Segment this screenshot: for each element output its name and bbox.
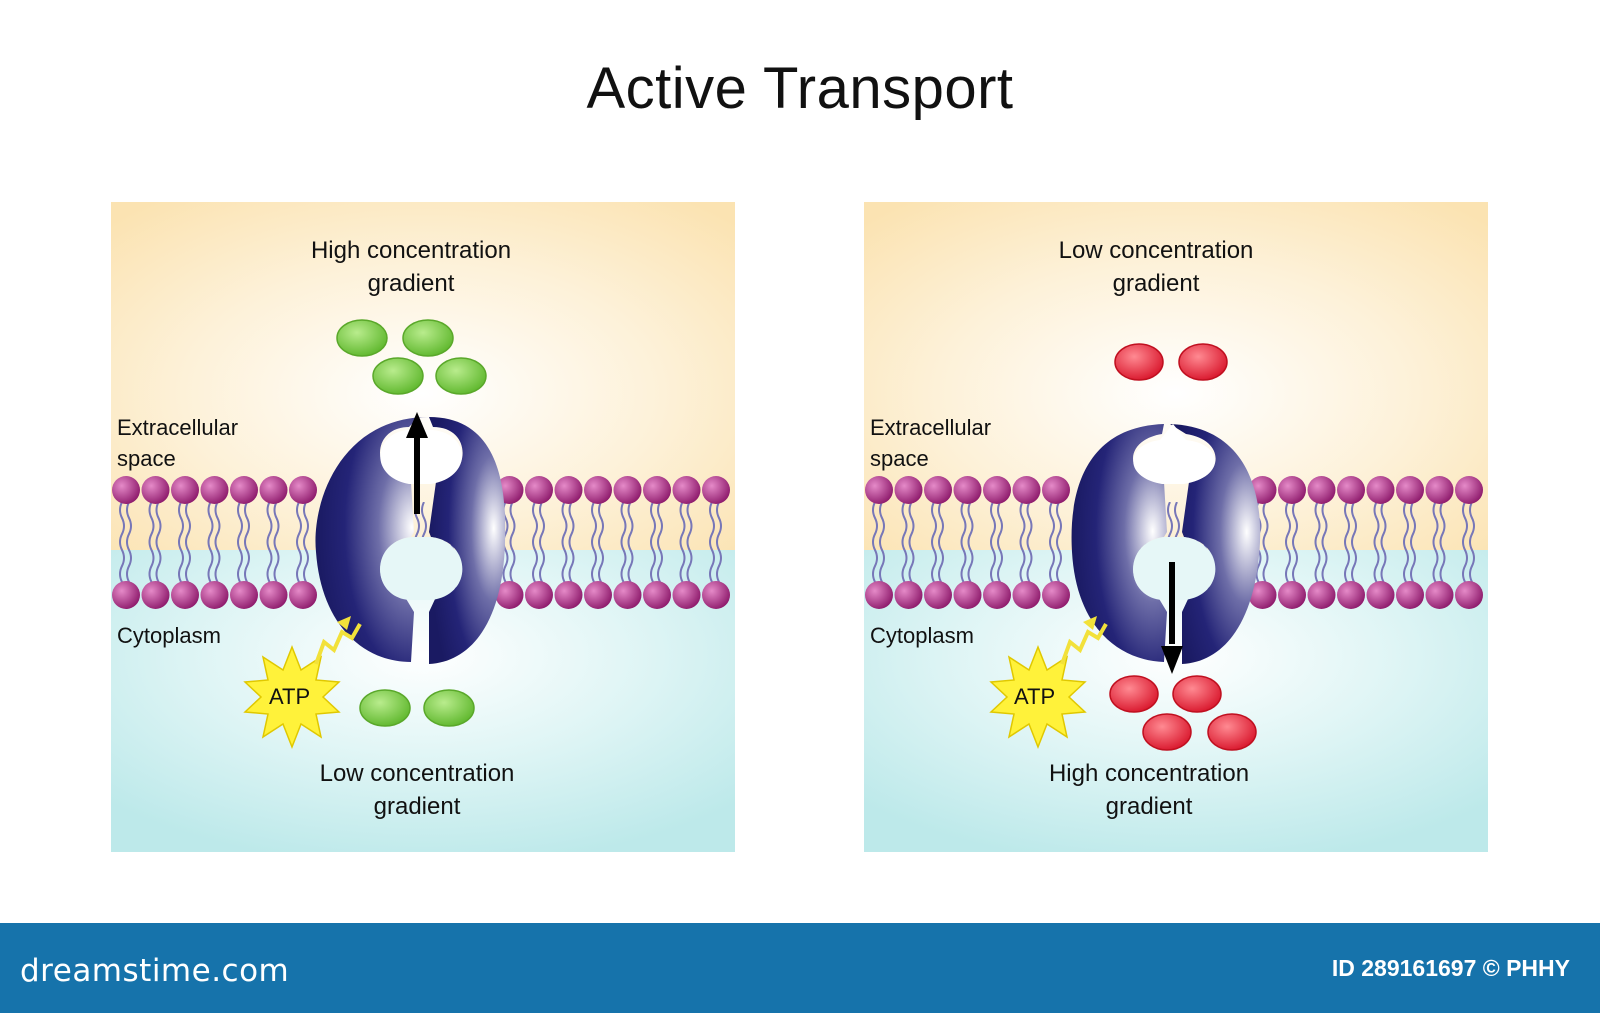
lipid-head: [171, 581, 199, 609]
lipid-head: [1425, 581, 1454, 609]
lipid-head: [1366, 476, 1395, 504]
lipid-head: [1042, 581, 1070, 609]
lipid-head: [289, 581, 317, 609]
lipid-head: [865, 476, 893, 504]
lipid-head: [894, 581, 923, 609]
lipid-head: [141, 476, 170, 504]
lipid-head: [924, 581, 952, 609]
lipid-head: [525, 581, 553, 609]
lipid-head: [983, 476, 1011, 504]
lipid-head: [584, 581, 612, 609]
lipid-head: [141, 581, 170, 609]
lipid-head: [924, 476, 952, 504]
lipid-head: [1337, 581, 1365, 609]
atp-label: ATP: [269, 684, 311, 709]
lipid-head: [289, 476, 317, 504]
lipid-head: [613, 581, 642, 609]
lipid-head: [112, 476, 140, 504]
footer-bar: dreamstime.com ID 289161697 © PHHY: [0, 923, 1600, 1013]
lipid-head: [1396, 476, 1424, 504]
lipid-head: [702, 476, 730, 504]
lipid-head: [554, 476, 583, 504]
lipid-head: [672, 581, 701, 609]
cytoplasm-label: Cytoplasm: [117, 623, 221, 648]
lipid-head: [1012, 476, 1041, 504]
lipid-head: [1337, 476, 1365, 504]
lipid-head: [1455, 581, 1483, 609]
dreamstime-logo[interactable]: dreamstime.com: [20, 953, 290, 989]
lipid-head: [1042, 476, 1070, 504]
lipid-head: [554, 581, 583, 609]
lipid-head: [230, 581, 258, 609]
lipid-head: [983, 581, 1011, 609]
lipid-head: [1278, 476, 1306, 504]
lipid-head: [200, 476, 229, 504]
lipid-head: [1012, 581, 1041, 609]
lipid-head: [1396, 581, 1424, 609]
lipid-head: [1278, 581, 1306, 609]
cytoplasm-label: Cytoplasm: [870, 623, 974, 648]
lipid-head: [643, 476, 671, 504]
lipid-head: [865, 581, 893, 609]
lipid-head: [230, 476, 258, 504]
lipid-head: [1455, 476, 1483, 504]
lipid-head: [495, 581, 524, 609]
lipid-head: [525, 476, 553, 504]
lipid-head: [894, 476, 923, 504]
panel-graphic: [864, 202, 1488, 852]
diagram-title: Active Transport: [586, 56, 1014, 121]
lipid-head: [1307, 581, 1336, 609]
atp-label: ATP: [1014, 684, 1056, 709]
lipid-head: [1307, 476, 1336, 504]
lipid-head: [171, 476, 199, 504]
lipid-head: [672, 476, 701, 504]
lipid-head: [953, 476, 982, 504]
lipid-head: [584, 476, 612, 504]
lipid-head: [259, 476, 288, 504]
lipid-head: [702, 581, 730, 609]
lipid-head: [112, 581, 140, 609]
lipid-head: [1366, 581, 1395, 609]
lipid-head: [613, 476, 642, 504]
panel-graphic: [111, 202, 735, 852]
lipid-head: [1425, 476, 1454, 504]
image-id-credit: ID 289161697 © PHHY: [1331, 955, 1570, 981]
lipid-head: [643, 581, 671, 609]
lipid-head: [1248, 581, 1277, 609]
lipid-head: [953, 581, 982, 609]
lipid-head: [259, 581, 288, 609]
lipid-head: [200, 581, 229, 609]
